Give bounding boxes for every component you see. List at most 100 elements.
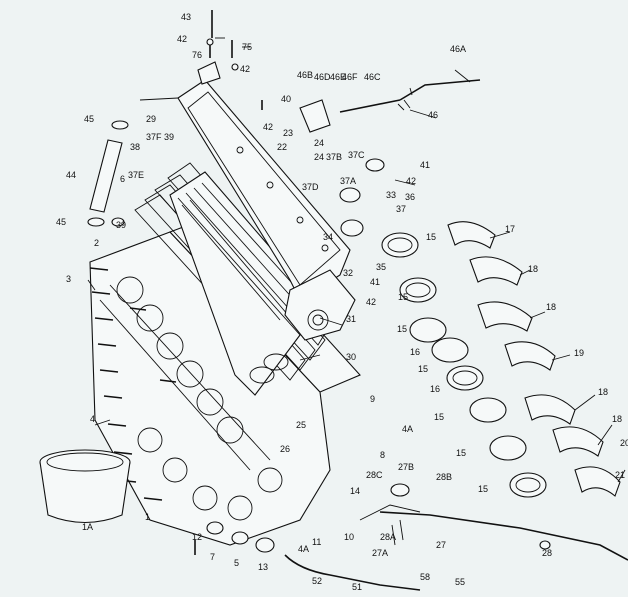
callout-55: 55 <box>455 577 465 587</box>
callout-32: 32 <box>343 268 353 278</box>
main-bearing-caps <box>447 221 621 497</box>
callout-19: 19 <box>574 348 584 358</box>
callout-43: 43 <box>181 12 191 22</box>
callout-24: 24 <box>314 138 324 148</box>
callout-37A: 37A <box>340 176 356 186</box>
callout-52: 52 <box>312 576 322 586</box>
callout-46E: 46E <box>330 72 346 82</box>
callout-4A: 4A <box>402 424 413 434</box>
callout-42: 42 <box>177 34 187 44</box>
cylinder-liner <box>39 449 131 523</box>
callout-33: 33 <box>386 190 396 200</box>
callout-15: 15 <box>426 232 436 242</box>
callout-29: 29 <box>146 114 156 124</box>
callout-10: 10 <box>344 532 354 542</box>
callout-30: 30 <box>346 352 356 362</box>
callout-34: 34 <box>323 232 333 242</box>
callout-31: 31 <box>346 314 356 324</box>
oil-cooler-core <box>169 171 321 396</box>
callout-6: 6 <box>120 174 125 184</box>
callout-9: 9 <box>370 394 375 404</box>
callout-labels: 43 42 75 42 76 46A 46B 46D 46E 46F 46C 4… <box>56 12 628 592</box>
breather-assembly <box>299 79 481 133</box>
callout-20: 20 <box>620 438 628 448</box>
callout-28B: 28B <box>436 472 452 482</box>
filter-housing <box>284 158 385 341</box>
lower-small-parts <box>194 483 551 555</box>
callout-42: 42 <box>240 64 250 74</box>
callout-1A: 1A <box>82 522 93 532</box>
callout-12: 12 <box>192 532 202 542</box>
callout-37B: 37B <box>326 152 342 162</box>
callout-37D: 37D <box>302 182 319 192</box>
callout-15: 15 <box>478 484 488 494</box>
callout-58: 58 <box>420 572 430 582</box>
callout-18: 18 <box>546 302 556 312</box>
callout-21: 21 <box>615 470 625 480</box>
callout-42: 42 <box>406 176 416 186</box>
callout-25: 25 <box>296 420 306 430</box>
callout-41: 41 <box>420 160 430 170</box>
callout-15: 15 <box>456 448 466 458</box>
callout-26: 26 <box>280 444 290 454</box>
oil-pipes <box>284 504 628 591</box>
callout-4A: 4A <box>298 544 309 554</box>
callout-16: 16 <box>430 384 440 394</box>
callout-42: 42 <box>366 297 376 307</box>
top-bolts <box>197 10 263 110</box>
callout-1: 1 <box>145 512 150 522</box>
callout-46F: 46F <box>342 72 358 82</box>
callout-45: 45 <box>56 217 66 227</box>
callout-28A: 28A <box>380 532 396 542</box>
callout-15: 15 <box>398 292 408 302</box>
callout-41: 41 <box>370 277 380 287</box>
callout-76: 76 <box>192 50 202 60</box>
callout-23: 23 <box>283 128 293 138</box>
callout-51: 51 <box>352 582 362 592</box>
callout-42: 42 <box>263 122 273 132</box>
callout-15: 15 <box>434 412 444 422</box>
callout-46: 46 <box>428 110 438 120</box>
callout-40: 40 <box>281 94 291 104</box>
callout-39: 39 <box>116 220 126 230</box>
callout-17: 17 <box>505 224 515 234</box>
callout-7: 7 <box>210 552 215 562</box>
callout-24: 24 <box>314 152 324 162</box>
leader-lines <box>87 10 626 483</box>
callout-35: 35 <box>376 262 386 272</box>
callout-38: 38 <box>130 142 140 152</box>
cylinder-bores <box>116 276 283 521</box>
main-bearing-shells <box>381 232 547 498</box>
callout-3: 3 <box>66 274 71 284</box>
callout-4: 4 <box>90 414 95 424</box>
callout-37F: 37F <box>146 132 162 142</box>
callout-8: 8 <box>380 450 385 460</box>
callout-45: 45 <box>84 114 94 124</box>
callout-11: 11 <box>312 537 321 547</box>
callout-75: 75 <box>242 42 252 52</box>
callout-46D: 46D <box>314 72 331 82</box>
callout-46C: 46C <box>364 72 381 82</box>
water-tube <box>87 120 129 227</box>
callout-18: 18 <box>528 264 538 274</box>
callout-36: 36 <box>405 192 415 202</box>
callout-13: 13 <box>258 562 268 572</box>
callout-37C: 37C <box>348 150 365 160</box>
callout-39: 39 <box>164 132 174 142</box>
callout-27B: 27B <box>398 462 414 472</box>
callout-27: 27 <box>436 540 446 550</box>
callout-2: 2 <box>94 238 99 248</box>
callout-18: 18 <box>598 387 608 397</box>
callout-37: 37 <box>396 204 406 214</box>
callout-44: 44 <box>66 170 76 180</box>
callout-46B: 46B <box>297 70 313 80</box>
callout-28C: 28C <box>366 470 383 480</box>
callout-14: 14 <box>350 486 360 496</box>
callout-15: 15 <box>418 364 428 374</box>
callout-16: 16 <box>410 347 420 357</box>
callout-28: 28 <box>542 548 552 558</box>
callout-15: 15 <box>397 324 407 334</box>
callout-37E: 37E <box>128 170 144 180</box>
